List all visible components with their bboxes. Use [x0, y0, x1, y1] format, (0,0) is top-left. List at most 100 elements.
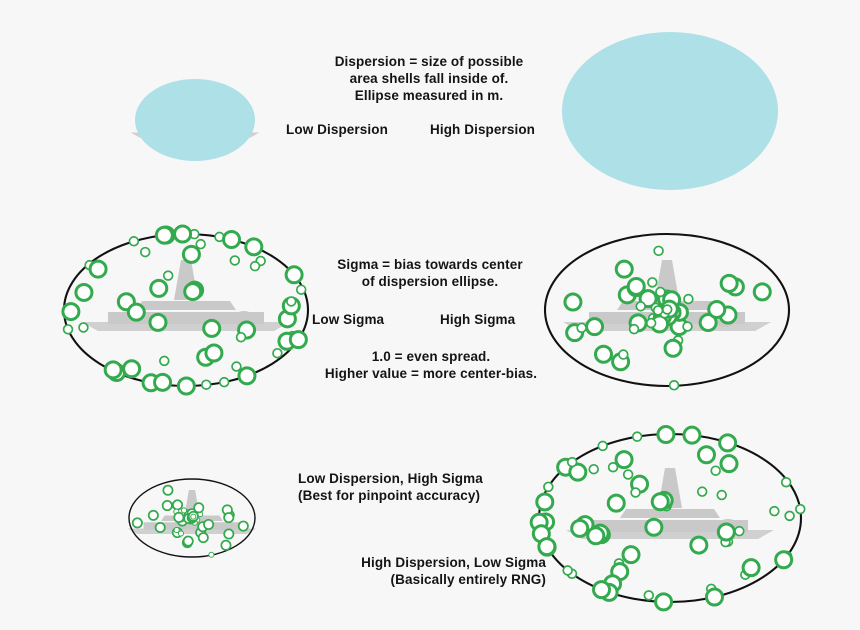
shell-impact-marker [606, 493, 626, 513]
shell-impact-marker [704, 587, 724, 607]
shell-impact-marker [655, 286, 666, 298]
shell-impact-marker [88, 259, 108, 279]
shell-impact-marker [622, 469, 634, 480]
shell-impact-marker [630, 487, 641, 498]
shell-impact-marker [719, 273, 739, 293]
shell-impact-marker [176, 376, 196, 396]
shell-impact-marker [668, 380, 680, 391]
shell-impact-marker [173, 527, 180, 534]
shell-impact-marker [161, 500, 173, 512]
shell-impact-marker [173, 511, 185, 523]
shell-impact-marker [607, 462, 619, 473]
shell-impact-marker [154, 522, 166, 534]
shell-impact-marker [149, 278, 169, 298]
shell-impact-marker [586, 526, 606, 546]
shell-impact-marker [223, 512, 235, 524]
shell-impact-marker [204, 343, 224, 363]
shell-impact-marker [128, 236, 140, 247]
shell-impact-marker [752, 282, 772, 302]
shell-impact-marker [774, 550, 794, 570]
shell-impact-marker [643, 590, 655, 601]
shell-impact-marker [62, 324, 74, 335]
diagram-high-dispersion-low-sigma-ellipse [529, 424, 806, 612]
shell-impact-marker [78, 322, 89, 333]
shell-impact-marker [588, 463, 599, 475]
shell-impact-marker [122, 359, 142, 379]
shell-impact-marker [201, 379, 212, 390]
shell-impact-marker [220, 539, 232, 551]
shell-impact-marker [148, 312, 168, 332]
diagram-low-dispersion-blue-ellipse [130, 79, 260, 161]
shell-impact-marker [795, 503, 806, 515]
shell-impact-marker [682, 321, 693, 332]
shell-impact-marker [543, 481, 554, 493]
shell-impact-marker [635, 301, 646, 312]
shell-impact-marker [154, 225, 174, 245]
shell-impact-marker [286, 296, 297, 307]
shell-impact-marker [103, 360, 123, 380]
shell-impact-marker [162, 484, 174, 496]
shell-impact-marker [195, 238, 206, 250]
shell-impact-marker [683, 293, 694, 305]
shell-impact-marker [568, 462, 588, 482]
shell-impact-marker [183, 282, 203, 302]
shell-impact-marker [197, 532, 209, 544]
shell-impact-marker [218, 376, 230, 388]
shell-impact-marker [295, 284, 307, 295]
shell-impact-marker [562, 565, 573, 576]
shell-impact-marker [74, 282, 94, 302]
shell-impact-marker [244, 237, 264, 257]
dispersion-outline-ellipse [128, 478, 256, 558]
shell-impact-marker [769, 505, 780, 517]
shell-impact-marker [689, 535, 709, 555]
shell-impact-marker [563, 292, 583, 312]
caption-low-dispersion: Low Dispersion [286, 122, 388, 137]
shell-impact-marker [249, 260, 261, 272]
shell-impact-marker [147, 509, 159, 521]
shell-impact-marker [719, 454, 739, 474]
caption-dispersion-definition: Dispersion = size of possible area shell… [334, 54, 524, 103]
shell-impact-marker [652, 305, 664, 316]
shell-impact-marker [193, 502, 205, 514]
shell-impact-marker [593, 344, 613, 364]
shell-impact-marker [716, 522, 736, 542]
shell-impact-marker [237, 366, 257, 386]
shell-impact-marker [654, 592, 674, 612]
shell-impact-marker [585, 317, 605, 337]
shell-impact-marker [570, 518, 590, 538]
shell-impact-marker [231, 361, 242, 372]
caption-sigma-scale: 1.0 = even spread. Higher value = more c… [324, 349, 538, 381]
shell-impact-marker [126, 302, 146, 322]
dispersion-outline-ellipse [543, 232, 791, 388]
shell-impact-marker [139, 246, 151, 258]
shell-impact-marker [566, 456, 578, 468]
shell-impact-marker [162, 270, 174, 281]
shell-impact-marker [592, 580, 612, 600]
shell-impact-marker [173, 224, 193, 244]
shell-impact-marker [631, 431, 643, 442]
shell-impact-marker [614, 259, 634, 279]
shell-impact-marker [576, 322, 587, 334]
shell-impact-marker [614, 450, 634, 470]
shell-impact-marker [663, 338, 683, 358]
shell-impact-marker [653, 245, 664, 257]
shell-impact-marker [621, 545, 641, 565]
shell-impact-marker [734, 525, 745, 537]
shell-impact-marker [696, 445, 716, 465]
shell-impact-marker [223, 528, 235, 540]
diagram-low-sigma-ellipse [61, 224, 310, 396]
shell-impact-marker [229, 255, 241, 266]
shell-impact-marker [190, 513, 197, 520]
shell-impact-marker [284, 265, 304, 285]
shell-impact-marker [235, 331, 247, 343]
shell-impact-marker [237, 520, 249, 532]
shell-impact-marker [181, 244, 201, 264]
shell-impact-marker [650, 492, 670, 512]
shell-impact-marker [626, 276, 646, 296]
shell-impact-marker [537, 537, 557, 557]
shell-impact-marker [208, 551, 215, 558]
shell-impact-marker [288, 330, 308, 350]
shell-impact-marker [535, 492, 555, 512]
shell-impact-marker [159, 355, 170, 367]
shell-impact-marker [203, 518, 215, 530]
